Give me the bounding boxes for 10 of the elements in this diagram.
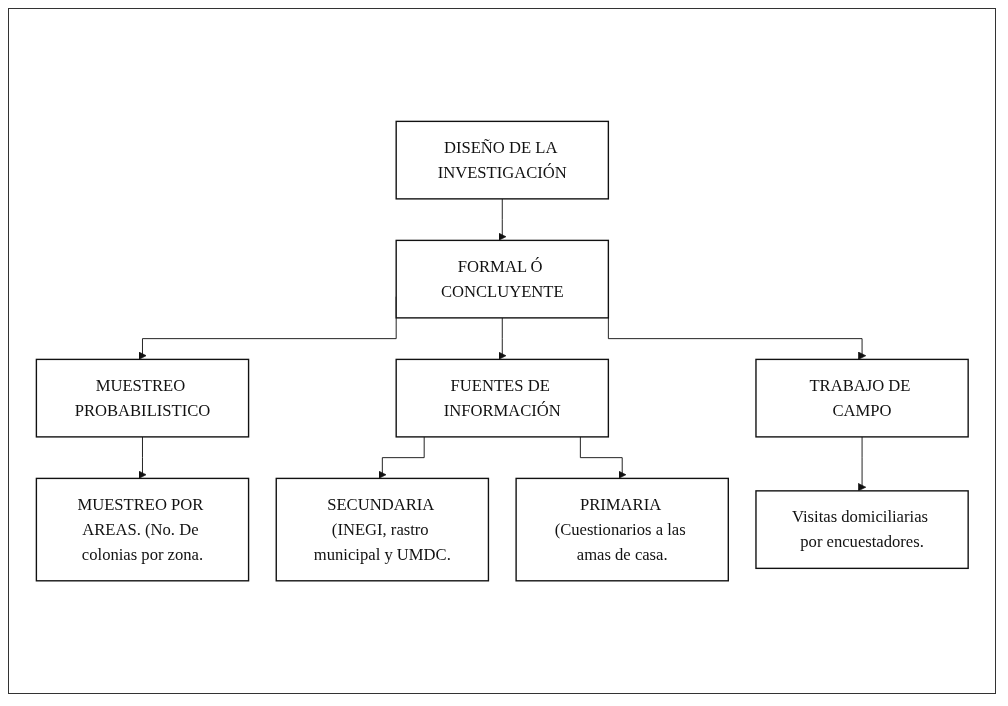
diagram-frame: DISEÑO DE LA INVESTIGACIÓN FORMAL Ó CONCLUYENTE MUESTREO PROBABILISTICO FUENTES DE INFORMACIÓN TRABAJO DE CAMPO MUESTREO POR AREAS. (No. De colonias por zona. SECUNDARIA (INEGI, rastro municipal y UMDC. PRIMARIA (Cuestionarios a las amas de casa. Visitas domiciliarias por encuestadores. <box>8 8 996 694</box>
node-box <box>35 477 249 582</box>
node-box <box>395 358 609 438</box>
node-box <box>755 490 969 569</box>
node-box <box>35 358 249 438</box>
node-box <box>755 358 969 438</box>
node-box <box>515 477 729 582</box>
node-box <box>275 477 489 582</box>
node-box <box>395 239 609 319</box>
node-box <box>395 120 609 200</box>
